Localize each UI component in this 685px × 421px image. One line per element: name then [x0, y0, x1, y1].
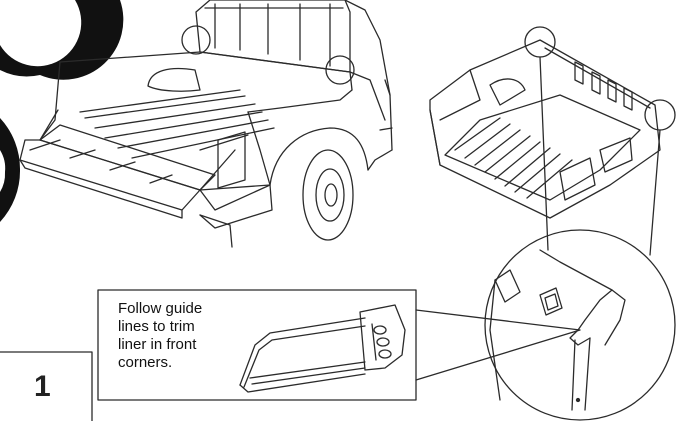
- instruction-line: lines to trim: [118, 318, 195, 335]
- detail-circle-left: [181, 25, 211, 55]
- instruction-line: Follow guide: [118, 300, 203, 317]
- bed-ribs: [84, 95, 275, 159]
- left-edge-circle-marks: [0, 0, 124, 222]
- middle-circle-inner: [0, 150, 6, 192]
- bed-left-wall: [39, 61, 61, 141]
- pickup-truck-drawing: [19, 0, 393, 248]
- taillight: [217, 131, 246, 189]
- instruction-line: corners.: [118, 354, 173, 371]
- step-number: 1: [34, 370, 51, 403]
- detail-circle-right: [325, 55, 355, 85]
- callout-pointer: [415, 309, 581, 381]
- step-box: [0, 351, 93, 421]
- guide-line-2: [649, 129, 661, 256]
- top-circle-inner: [0, 0, 82, 67]
- bed-front-wall: [59, 51, 353, 91]
- instruction-text: Follow guide lines to trim liner in fron…: [118, 300, 228, 372]
- liner-ribs: [454, 117, 573, 199]
- saw-handle: [359, 304, 406, 371]
- instruction-line: liner in front: [118, 336, 197, 353]
- bed-liner-drawing: [429, 39, 661, 219]
- liner-detail-circle-right: [644, 99, 676, 131]
- rear-fender: [269, 127, 369, 186]
- guide-line-1: [539, 56, 549, 251]
- bed-right-wall: [247, 89, 353, 113]
- rear-bumper: [199, 184, 273, 229]
- liner-detail-circle-left: [524, 26, 556, 58]
- hacksaw-drawing: [239, 304, 406, 393]
- middle-circle-mark: [0, 118, 21, 222]
- magnified-corner-detail: [484, 229, 676, 421]
- rear-wheel: [302, 149, 354, 241]
